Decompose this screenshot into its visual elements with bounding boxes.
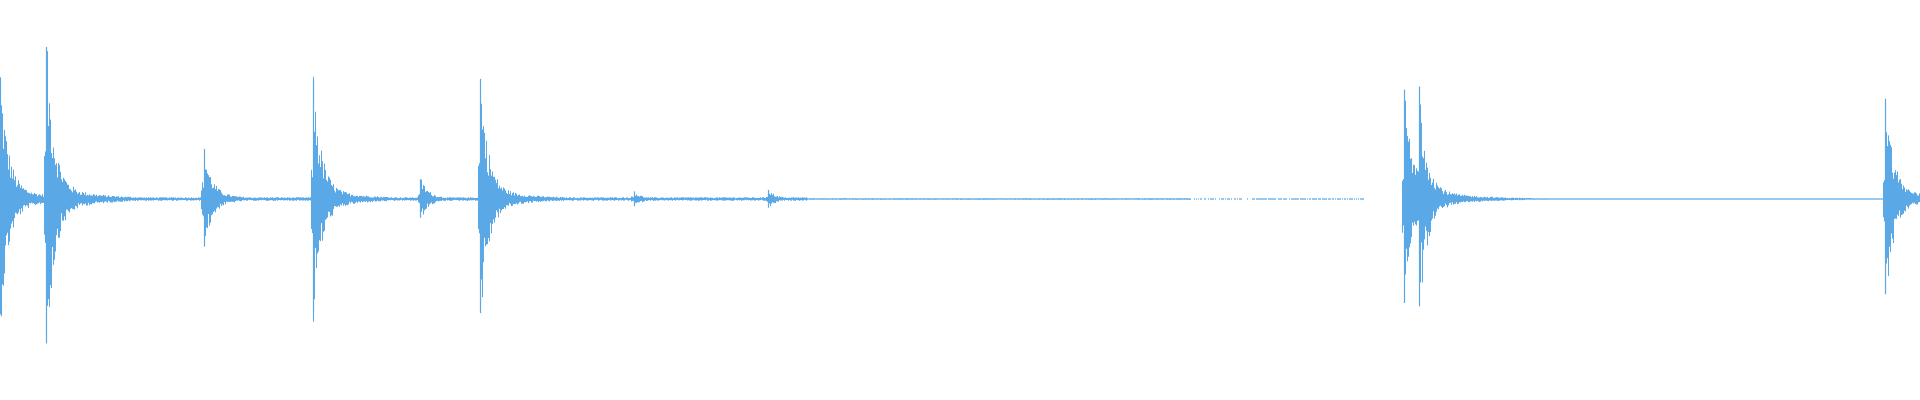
waveform-samples xyxy=(0,47,1920,344)
waveform-trace xyxy=(0,51,1920,322)
